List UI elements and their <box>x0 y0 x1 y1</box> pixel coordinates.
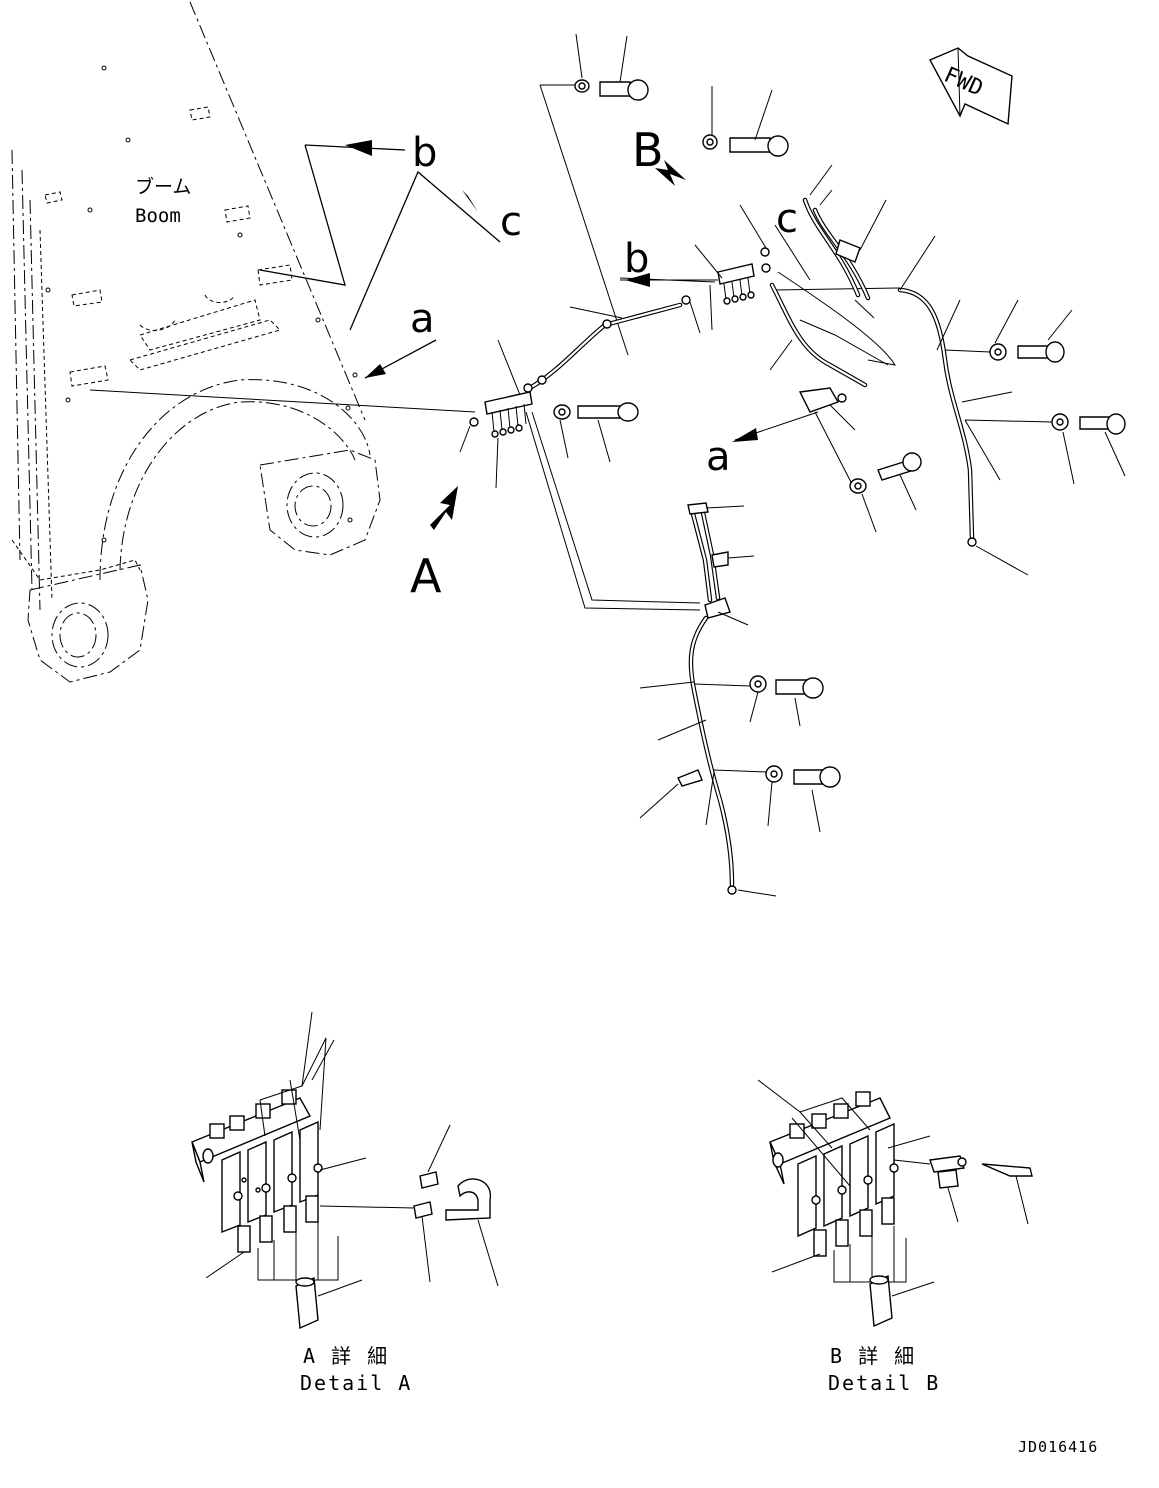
ref-c-label: c <box>500 199 522 245</box>
ref-b-label-2: b <box>624 236 649 282</box>
view-marker-a: A <box>410 486 458 603</box>
view-b-label: B <box>632 123 664 177</box>
detail-b-drawing: B 詳 細 Detail B <box>757 1079 1033 1395</box>
distribution-block-b <box>620 244 755 331</box>
detail-b-title-en: Detail B <box>828 1371 940 1395</box>
ref-b-label: b <box>412 130 437 176</box>
ref-a-label-2: a <box>706 434 731 480</box>
detail-b-title-jp: B 詳 細 <box>830 1344 916 1368</box>
main-assembly: b a c <box>89 33 1126 897</box>
ref-a-label: a <box>410 296 435 342</box>
fwd-arrow-icon: FWD <box>929 47 1013 126</box>
ref-c-label-2: c <box>776 196 798 242</box>
detail-a-title-en: Detail A <box>300 1371 412 1395</box>
reference-arrows: b c a <box>259 130 522 379</box>
view-marker-b: B <box>632 123 686 186</box>
distribution-block-a <box>484 391 533 438</box>
drawing-code: JD016416 <box>1018 1438 1098 1456</box>
view-a-label: A <box>410 549 442 603</box>
plug-a <box>469 417 479 427</box>
detail-a-title-jp: A 詳 細 <box>303 1344 389 1368</box>
boom-label-en: Boom <box>135 205 181 227</box>
boom-label-jp: ブーム <box>135 175 191 198</box>
boom-outline: ブーム Boom <box>11 1 381 683</box>
detail-a-drawing: A 詳 細 Detail A <box>191 1011 499 1395</box>
